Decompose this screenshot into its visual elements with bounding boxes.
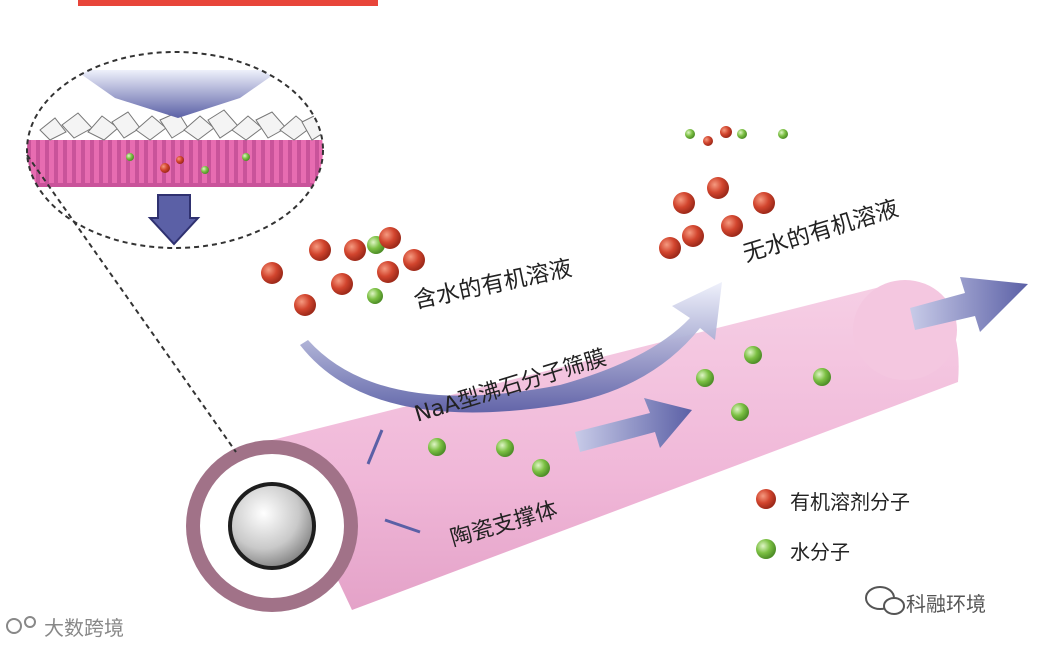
magnified-inset (26, 51, 324, 249)
water-in-tube (428, 346, 831, 477)
watermark-left: 大数跨境 (44, 616, 124, 640)
watermark-right: 科融环境 (906, 592, 986, 616)
legend-organic-dot (756, 489, 776, 509)
tube-far-end (853, 280, 957, 380)
feed-flow-arrow (300, 282, 722, 413)
tube-core (228, 482, 316, 570)
inset-feed-arrow (75, 70, 280, 118)
support-layer-stripes (27, 140, 323, 185)
product-molecules (659, 126, 788, 259)
legend-water-label: 水分子 (790, 540, 850, 564)
cropped-caption-remnant (78, 0, 378, 6)
feed-molecules (261, 227, 425, 316)
outlet-arrow (910, 277, 1028, 332)
support-pointer (384, 518, 421, 534)
logo-icon-left (6, 616, 36, 634)
membrane-pointer (366, 429, 384, 465)
membrane-tube (186, 280, 959, 612)
wechat-icon (865, 586, 905, 615)
legend-organic-label: 有机溶剂分子 (790, 490, 910, 514)
inset-connector (26, 154, 237, 453)
inset-down-arrow (147, 194, 201, 246)
permeate-arrow (575, 398, 692, 452)
legend-water-dot (756, 539, 776, 559)
